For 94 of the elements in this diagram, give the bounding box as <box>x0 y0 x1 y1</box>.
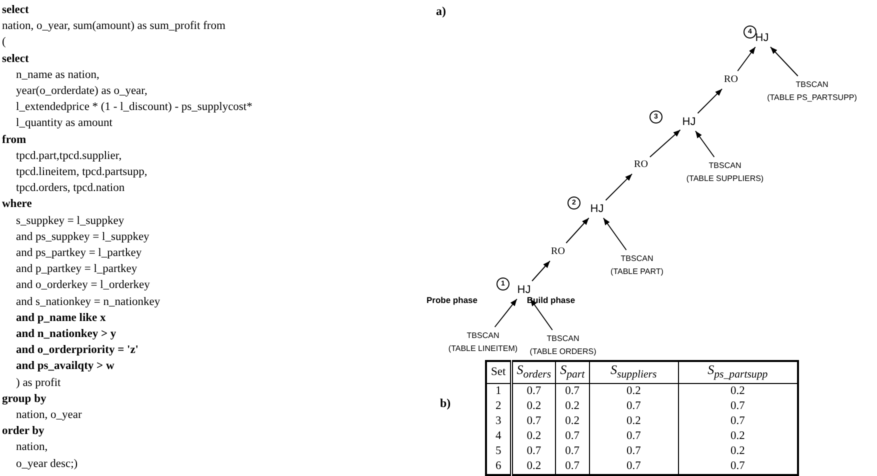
table-scan-label: TBSCAN <box>620 253 654 265</box>
table-cell: 0.7 <box>556 458 590 475</box>
arrow <box>649 129 681 158</box>
column-header: S$_{suppliers}$ <box>589 361 678 384</box>
code-line: l_quantity as amount <box>16 116 112 132</box>
table-cell: 5 <box>486 444 512 459</box>
code-line: and p_name like x <box>16 310 106 326</box>
table-cell: 0.7 <box>589 444 678 459</box>
table-scan-label: (TABLE LINEITEM) <box>448 343 518 355</box>
table-scan-label: TBSCAN <box>546 333 580 345</box>
operator-label: RO <box>634 158 648 172</box>
code-line: nation, o_year, sum(amount) as sum_profit from <box>2 19 226 34</box>
code-line: n_name as nation, <box>16 68 100 83</box>
code-line: and o_orderpriority = 'z' <box>16 343 138 358</box>
table-cell: 0.7 <box>678 414 798 429</box>
table-cell: 6 <box>486 458 512 475</box>
code-line: order by <box>2 424 44 440</box>
operator-label: RO <box>551 245 565 259</box>
code-line: and ps_suppkey = l_suppkey <box>16 230 150 245</box>
table-cell: 0.7 <box>511 444 556 459</box>
arrow <box>602 218 627 250</box>
table-scan-label: (TABLE SUPPLIERS) <box>686 173 764 185</box>
code-line: select <box>2 3 29 18</box>
table-cell: 0.2 <box>589 414 678 429</box>
table-cell: 0.2 <box>511 428 556 444</box>
operator-label: HJ <box>755 31 769 45</box>
table-cell: 0.2 <box>511 398 556 414</box>
code-line: year(o_orderdate) as o_year, <box>16 84 148 99</box>
code-line: ) as profit <box>16 376 61 391</box>
table-cell: 0.2 <box>678 444 798 459</box>
table-cell: 0.7 <box>511 383 556 399</box>
code-line: tpcd.lineitem, tpcd.partsupp, <box>16 165 148 180</box>
table-cell: 4 <box>486 428 512 444</box>
code-line: select <box>2 52 29 67</box>
operator-label: HJ <box>682 115 696 129</box>
table-cell: 0.2 <box>556 414 590 429</box>
arrow <box>694 130 715 158</box>
arrow <box>697 88 723 114</box>
column-header: S$_{ps_partsupp}$ <box>678 361 798 384</box>
table-scan-label: (TABLE ORDERS) <box>530 346 596 358</box>
code-line: and o_orderkey = l_orderkey <box>16 278 150 294</box>
operator-label: HJ <box>517 283 531 296</box>
table-cell: 2 <box>486 398 512 414</box>
code-line: tpcd.part,tpcd.supplier, <box>16 148 122 164</box>
phase-label: Probe phase <box>426 295 478 305</box>
code-line: nation, o_year <box>16 408 82 423</box>
table-cell: 0.7 <box>556 428 590 444</box>
table-cell: 0.7 <box>678 458 798 475</box>
arrow <box>770 46 798 76</box>
code-line: ( <box>2 35 6 50</box>
code-line: o_year desc;) <box>16 456 78 472</box>
table-cell: 0.7 <box>511 414 556 429</box>
table-cell: 0.2 <box>678 383 798 399</box>
operator-label: RO <box>724 73 738 87</box>
column-header: Set <box>486 361 512 384</box>
panel-label: a) <box>436 4 446 19</box>
column-header: S$_{orders}$ <box>511 361 556 384</box>
table-cell: 0.2 <box>511 458 556 475</box>
arrow <box>494 298 518 328</box>
table-scan-label: (TABLE PART) <box>610 266 664 278</box>
operator-label: HJ <box>590 202 604 216</box>
code-line: where <box>2 197 32 212</box>
column-header: S$_{part}$ <box>556 361 590 384</box>
table-cell: 0.7 <box>556 383 590 399</box>
code-line: s_suppkey = l_suppkey <box>16 214 124 229</box>
table-cell: 0.2 <box>556 398 590 414</box>
code-line: and s_nationkey = n_nationkey <box>16 294 160 310</box>
code-line: l_extendedprice * (1 - l_discount) - ps_supplycost* <box>16 100 252 116</box>
code-line: and ps_availqty > w <box>16 359 114 374</box>
arrow <box>532 260 550 282</box>
code-line: group by <box>2 392 46 407</box>
table-cell: 1 <box>486 383 512 399</box>
code-line: and n_nationkey > y <box>16 327 116 342</box>
table-cell: 0.7 <box>589 458 678 475</box>
table-cell: 0.7 <box>589 428 678 444</box>
code-line: from <box>2 132 26 148</box>
panel-label: b) <box>440 396 451 411</box>
arrow <box>737 46 756 72</box>
code-line: tpcd.orders, tpcd.nation <box>16 181 125 196</box>
table-cell: 0.7 <box>678 398 798 414</box>
table-scan-label: TBSCAN <box>466 330 500 342</box>
arrow <box>605 173 633 201</box>
table-scan-label: TBSCAN <box>708 160 742 172</box>
code-line: and ps_partkey = l_partkey <box>16 246 142 261</box>
table-cell: 0.2 <box>589 383 678 399</box>
arrow <box>566 218 590 244</box>
code-line: and p_partkey = l_partkey <box>16 262 138 278</box>
table-scan-label: TBSCAN <box>794 79 830 91</box>
code-line: nation, <box>16 440 48 456</box>
table-cell: 0.7 <box>589 398 678 414</box>
table-cell: 0.2 <box>678 428 798 444</box>
table-cell: 0.7 <box>556 444 590 459</box>
table-cell: 3 <box>486 414 512 429</box>
table-scan-label: (TABLE PS_PARTSUPP) <box>767 92 857 104</box>
